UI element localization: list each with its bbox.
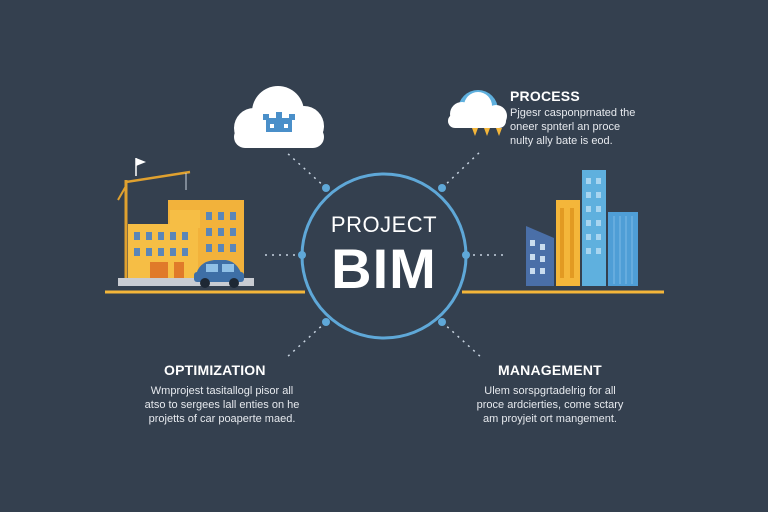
optimization-line-2: atso to sergees lall enties on he <box>144 399 300 411</box>
cloud-with-building-icon <box>234 86 324 148</box>
connector-bottom-right <box>438 318 483 359</box>
center-title-line1: PROJECT <box>330 212 438 237</box>
management-line-1: Ulem sorspgrtadelrig for all <box>484 385 616 397</box>
center-title-line2: BIM <box>331 237 437 300</box>
process-line-1: Pjgesr casponprnated the <box>510 107 636 119</box>
connector-bottom-left <box>285 318 330 359</box>
management-description: Ulem sorspgrtadelrig for all proce ardci… <box>466 384 634 426</box>
cloud-rain-icon <box>448 90 507 136</box>
management-title: MANAGEMENT <box>498 362 602 378</box>
process-line-2: oneer spnterl an proce <box>510 121 621 133</box>
connector-top-left <box>285 151 330 192</box>
construction-building-crane-car-icon <box>117 158 254 288</box>
process-description: Pjgesr casponprnated the oneer spnterl a… <box>510 106 635 148</box>
process-title: PROCESS <box>510 88 580 104</box>
optimization-description: Wmprojest tasitallogl pisor all atso to … <box>142 384 302 426</box>
management-line-2: proce ardcierties, come sctary <box>476 399 624 411</box>
optimization-line-3: projetts of car poaperte maed. <box>148 413 296 425</box>
process-line-3: nulty ally bate is eod. <box>510 135 613 147</box>
optimization-line-1: Wmprojest tasitallogl pisor all <box>150 385 294 397</box>
optimization-title: OPTIMIZATION <box>164 362 266 378</box>
skyscrapers-icon <box>526 170 638 286</box>
connector-top-right <box>438 149 483 192</box>
management-line-3: am proyjeit ort mangement. <box>483 413 617 425</box>
connector-left <box>262 251 306 259</box>
connector-right <box>462 251 508 259</box>
